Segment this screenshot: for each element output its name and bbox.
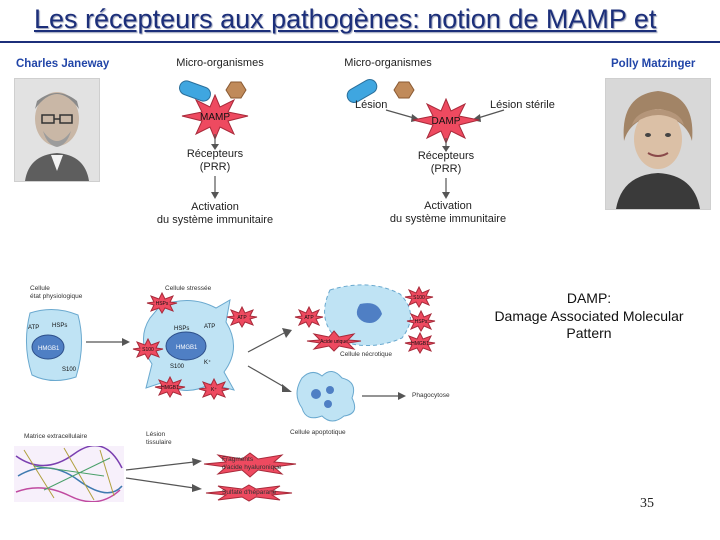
- s100-label: S100: [413, 295, 425, 301]
- hmgb1-label: HMGB1: [176, 345, 198, 351]
- janeway-activation-label: Activation: [191, 201, 239, 213]
- matzinger-microbes-label: Micro-organismes: [344, 57, 432, 69]
- s100-label: S100: [62, 367, 77, 373]
- hmgb1-label: HMGB1: [411, 341, 429, 347]
- arrow-down-icon: [442, 138, 450, 152]
- damp-definition-expansion: Damage Associated Molecular: [494, 307, 684, 324]
- atp-label: ATP: [204, 324, 215, 330]
- stressed-cell: HMGB1 ATP HSPs S100 K⁺: [143, 299, 235, 391]
- released-damp-star: ATP: [294, 306, 324, 328]
- heparan-sulfate-star: [205, 484, 293, 502]
- apoptotic-cell: [296, 371, 356, 422]
- scientist-name-matzinger: Polly Matzinger: [611, 58, 696, 70]
- hyaluronic-fragment-label-2: d'acide hyaluronique: [222, 464, 282, 471]
- hmgb1-label: HMGB1: [161, 385, 179, 391]
- tissue-lesion-label-2: tissulaire: [146, 439, 172, 446]
- damp-definition-expansion-2: Pattern: [566, 325, 612, 341]
- arrow-right-icon: [86, 338, 130, 346]
- janeway-portrait: [14, 78, 100, 182]
- janeway-receptors-label: Récepteurs: [186, 148, 244, 160]
- tissue-lesion-label: Lésion: [146, 431, 166, 438]
- physio-cell-label: Cellule: [30, 285, 50, 292]
- damp-definition-term: DAMP:: [566, 290, 612, 306]
- extracellular-matrix-illustration: [14, 446, 124, 502]
- bacterium-icon: [179, 80, 211, 102]
- hmgb1-label: HMGB1: [38, 346, 60, 352]
- title-underline-rule: [0, 41, 720, 43]
- potassium-label: K⁺: [211, 387, 217, 393]
- arrow-down-icon: [211, 134, 219, 150]
- stress-to-fate-arrows: [247, 328, 292, 392]
- ecm-release-arrows: [125, 458, 202, 492]
- arrow-down-icon: [211, 176, 219, 199]
- matzinger-immune-system-label: du système immunitaire: [389, 213, 507, 225]
- janeway-microbes-label: Micro-organismes: [176, 57, 264, 69]
- potassium-label: K⁺: [204, 359, 211, 366]
- physiological-cell: HMGB1 ATP HSPs S100: [26, 309, 82, 381]
- ecm-label: Matrice extracellulaire: [24, 433, 88, 440]
- released-damp-star: S100: [404, 286, 434, 308]
- atp-label: ATP: [304, 315, 314, 321]
- stressed-cell-label: Cellule stressée: [165, 285, 212, 292]
- matzinger-portrait: [605, 78, 711, 210]
- heparan-sulfate-label: Sulfate d'héparane: [222, 489, 277, 496]
- s100-label: S100: [170, 364, 185, 370]
- matzinger-receptors-label: Récepteurs: [417, 150, 475, 162]
- hsps-label: HSPs: [52, 323, 67, 329]
- bacterium-icon: [346, 79, 378, 103]
- hsps-label: HSPs: [174, 326, 189, 332]
- apoptotic-cell-label: Cellule apoptotique: [290, 429, 346, 436]
- atp-label: ATP: [237, 315, 247, 321]
- released-damp-star: ATP: [226, 306, 258, 328]
- pathogen-hexagon-icon: [225, 81, 247, 99]
- released-damp-star: HSPs: [146, 292, 178, 314]
- hsps-label: HSPs: [156, 301, 169, 307]
- page-number: 35: [640, 496, 654, 511]
- arrow-down-icon: [442, 178, 450, 199]
- hyaluronic-fragment-star: [203, 452, 297, 478]
- uric-acid-label: Acide urique: [320, 339, 348, 345]
- hyaluronic-fragment-label: Fragments: [222, 456, 254, 463]
- matzinger-lesion-label: Lésion: [355, 99, 388, 111]
- matzinger-activation-label: Activation: [424, 200, 472, 212]
- scientist-name-janeway: Charles Janeway: [16, 58, 110, 70]
- janeway-mamp-text: MAMP: [200, 112, 230, 123]
- s100-label: S100: [142, 347, 154, 353]
- released-damp-star: HMGB1: [154, 376, 186, 398]
- pathogen-hexagon-icon: [393, 81, 415, 99]
- janeway-prr-label: (PRR): [199, 161, 231, 173]
- hsps-label: HSPs: [415, 319, 428, 325]
- arrow-right-icon: [362, 392, 406, 400]
- damp-definition: DAMP: Damage Associated Molecular Patter…: [470, 290, 708, 343]
- slide-title: Les récepteurs aux pathogènes: notion de…: [34, 4, 657, 34]
- necrotic-cell-label: Cellule nécrotique: [340, 351, 393, 358]
- released-damp-star: HSPs: [406, 310, 436, 332]
- matzinger-sterile-lesion-label: Lésion stérile: [490, 99, 555, 111]
- physio-state-label: état physiologique: [30, 293, 83, 300]
- released-damp-star: HMGB1: [404, 332, 436, 354]
- uric-acid-star: Acide urique: [306, 330, 362, 352]
- janeway-immune-system-label: du système immunitaire: [156, 214, 274, 226]
- matzinger-damp-text: DAMP: [432, 116, 461, 127]
- released-damp-star: K⁺: [198, 378, 230, 400]
- matzinger-prr-label: (PRR): [430, 163, 462, 175]
- released-damp-star: S100: [132, 338, 164, 360]
- phagocytosis-label: Phagocytose: [412, 392, 450, 399]
- necrotic-cell: [324, 284, 411, 347]
- atp-label: ATP: [28, 325, 39, 331]
